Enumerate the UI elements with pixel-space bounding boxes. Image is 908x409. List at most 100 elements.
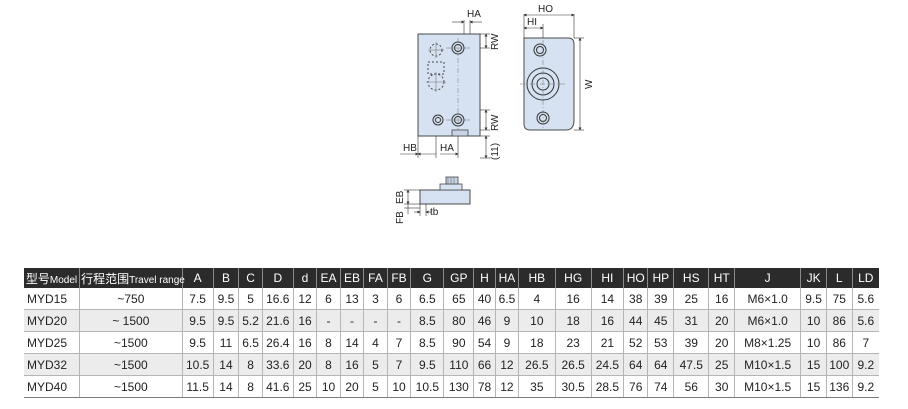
- table-cell: -: [363, 309, 388, 332]
- table-cell: 4: [363, 331, 388, 354]
- label-tb: tb: [430, 207, 439, 218]
- column-header-label: B: [221, 271, 230, 285]
- label-ha-bottom: HA: [440, 143, 454, 154]
- table-cell: 76: [622, 375, 648, 398]
- column-header-sublabel: Model: [49, 274, 78, 286]
- table-cell: ~750: [79, 288, 183, 310]
- column-header-label: G: [422, 271, 432, 285]
- table-cell: 41.6: [261, 375, 294, 398]
- table-cell: 10: [800, 309, 827, 332]
- column-header-label: FA: [368, 271, 383, 285]
- table-cell: 8.5: [410, 309, 444, 332]
- table-cell: 35: [518, 375, 556, 398]
- column-header: 型号Model: [24, 268, 80, 288]
- table-cell: 9.5: [410, 353, 444, 376]
- model-cell: MYD25: [24, 331, 80, 354]
- column-header: C: [238, 268, 263, 288]
- table-cell: ~1500: [79, 331, 183, 354]
- table-cell: 45: [647, 309, 674, 332]
- table-cell: 8: [238, 353, 263, 376]
- table-cell: 56: [673, 375, 709, 398]
- table-cell: 16: [339, 353, 364, 376]
- column-header: EA: [316, 268, 341, 288]
- table-cell: 3: [363, 288, 388, 310]
- table-cell: 16.6: [261, 288, 294, 310]
- table-cell: 40: [473, 288, 496, 310]
- table-cell: M10×1.5: [734, 375, 801, 398]
- column-header-label: HI: [601, 271, 614, 285]
- front-view: HA RW RW (11) HB HA: [400, 9, 501, 160]
- column-header-label: EA: [320, 271, 337, 285]
- table-cell: 47.5: [673, 353, 709, 376]
- table-cell: 5.6: [851, 288, 879, 310]
- table-cell: 136: [825, 375, 853, 398]
- table-cell: 14: [590, 288, 624, 310]
- table-cell: 15: [800, 353, 827, 376]
- table-cell: 11.5: [181, 375, 214, 398]
- column-header-label: D: [273, 271, 283, 285]
- table-cell: 53: [647, 331, 674, 354]
- table-cell: 33.6: [261, 353, 294, 376]
- column-header-label: 行程范围: [81, 271, 130, 286]
- table-cell: 7.5: [181, 288, 214, 310]
- table-cell: 86: [825, 309, 853, 332]
- table-cell: 5: [363, 375, 388, 398]
- table-cell: 8: [316, 331, 341, 354]
- table-cell: 5.6: [851, 309, 879, 332]
- label-hi: HI: [527, 17, 537, 28]
- table-cell: -: [386, 309, 411, 332]
- table-cell: 80: [443, 309, 474, 332]
- table-cell: 11: [212, 331, 239, 354]
- table-cell: 13: [339, 288, 364, 310]
- table-cell: M6×1.0: [734, 288, 801, 310]
- column-header-label: J: [764, 271, 771, 285]
- table-cell: 25: [708, 353, 735, 376]
- table-cell: 4: [518, 288, 556, 310]
- detail-view: EB FB tb: [395, 176, 471, 224]
- table-cell: 10: [386, 375, 411, 398]
- table-cell: 6: [316, 288, 341, 310]
- table-cell: 14: [212, 375, 239, 398]
- table-cell: 86: [825, 331, 853, 354]
- column-header-label: HA: [498, 271, 516, 285]
- column-header: L: [825, 268, 853, 288]
- table-cell: -: [316, 309, 341, 332]
- detail-view-body: [419, 189, 471, 205]
- table-cell: 12: [292, 288, 317, 310]
- table-cell: 8.5: [410, 331, 444, 354]
- label-paren-11: (11): [490, 143, 501, 160]
- front-view-body: [417, 33, 481, 137]
- table-cell: 44: [622, 309, 648, 332]
- table-cell: 5: [363, 353, 388, 376]
- table-cell: 65: [443, 288, 474, 310]
- model-cell: MYD32: [24, 353, 80, 376]
- table-cell: 16: [590, 309, 624, 332]
- table-cell: 10: [518, 309, 556, 332]
- label-eb: EB: [395, 190, 406, 204]
- column-header: EB: [339, 268, 364, 288]
- table-cell: 6: [386, 288, 411, 310]
- table-cell: 20: [708, 309, 735, 332]
- label-w: W: [584, 79, 595, 89]
- table-cell: 90: [443, 331, 474, 354]
- table-cell: 110: [443, 353, 474, 376]
- table-cell: 30: [708, 375, 735, 398]
- table-cell: 8: [238, 375, 263, 398]
- column-header-label: C: [246, 271, 255, 285]
- table-cell: 9.2: [851, 375, 879, 398]
- table-cell: 20: [292, 353, 317, 376]
- column-header-label: EB: [344, 271, 361, 285]
- column-header-label: L: [835, 271, 843, 285]
- table-cell: 10.5: [410, 375, 444, 398]
- table-cell: 10: [800, 331, 827, 354]
- table-cell: 52: [622, 331, 648, 354]
- column-header: HP: [647, 268, 674, 288]
- table-cell: 20: [708, 331, 735, 354]
- column-header-label: d: [301, 271, 309, 285]
- table-cell: M8×1.25: [734, 331, 801, 354]
- table-cell: 25: [292, 375, 317, 398]
- column-header-label: H: [480, 271, 489, 285]
- table-cell: 130: [443, 375, 474, 398]
